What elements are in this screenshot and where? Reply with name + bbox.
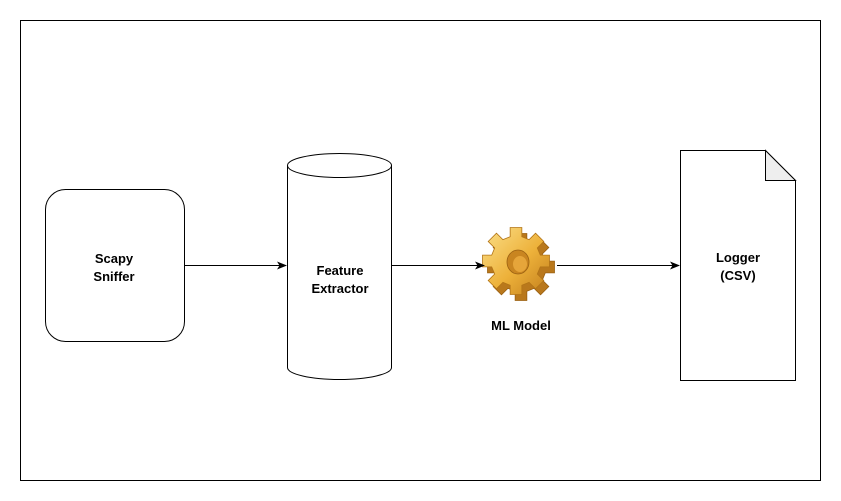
scapy-sniffer-label-line1: Scapy bbox=[95, 251, 134, 266]
ml-model-label: ML Model bbox=[491, 318, 551, 333]
feature-extractor-cylinder-top bbox=[287, 153, 392, 178]
ml-model-node[interactable]: ML Model bbox=[482, 227, 555, 333]
logger-label-line1: Logger bbox=[716, 250, 760, 265]
logger-node[interactable]: Logger (CSV) bbox=[680, 149, 797, 381]
gear-icon bbox=[482, 227, 555, 301]
feature-extractor-node[interactable]: Feature Extractor bbox=[287, 153, 392, 380]
logger-document bbox=[680, 150, 796, 381]
feature-extractor-label-line1: Feature bbox=[317, 263, 364, 278]
logger-document-fold bbox=[765, 149, 797, 181]
scapy-sniffer-node[interactable]: Scapy Sniffer bbox=[45, 189, 185, 342]
feature-extractor-label-line2: Extractor bbox=[311, 281, 368, 296]
scapy-sniffer-label-line2: Sniffer bbox=[93, 269, 134, 284]
feature-extractor-cylinder bbox=[287, 165, 392, 380]
logger-label-line2: (CSV) bbox=[720, 268, 755, 283]
